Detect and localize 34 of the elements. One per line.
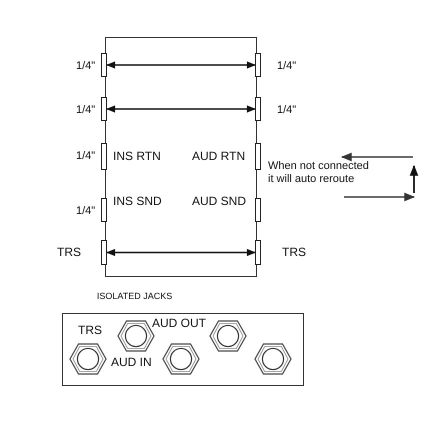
jack-label: TRS [57,246,81,258]
jack-label: INS SND [113,195,162,207]
jack-label: INS RTN [113,150,161,162]
jack-slot [255,198,261,222]
size-label: 1/4" [76,105,96,116]
jack-slot [255,240,261,265]
jack-label: TRS [78,324,102,336]
size-label: 1/4" [277,105,296,116]
jack-icon [254,343,292,375]
note-text: When not connected it will auto reroute [268,160,370,186]
size-label: 1/4" [76,151,96,162]
jack-label: AUD RTN [192,150,246,162]
jack-slot [101,53,107,77]
size-label: 1/4" [76,61,96,72]
double-arrow [106,61,256,69]
size-label: 1/4" [76,206,96,217]
panel-heading: ISOLATED JACKS [96,292,174,301]
jack-label: AUD IN [111,356,152,368]
jack-slot [101,240,107,265]
jack-slot [101,143,107,170]
jack-slot [101,198,107,222]
size-label: 1/4" [277,61,296,72]
jack-slot [255,97,261,121]
jack-slot [255,143,261,170]
jack-label: TRS [282,246,306,258]
jack-slot [101,97,107,121]
jack-label: AUD OUT [152,317,206,329]
double-arrow [106,105,256,113]
jack-icon [69,343,107,375]
jack-icon [162,343,200,375]
jack-slot [255,53,261,77]
double-arrow [106,248,256,256]
jack-icon [209,320,247,352]
jack-label: AUD SND [192,195,246,207]
